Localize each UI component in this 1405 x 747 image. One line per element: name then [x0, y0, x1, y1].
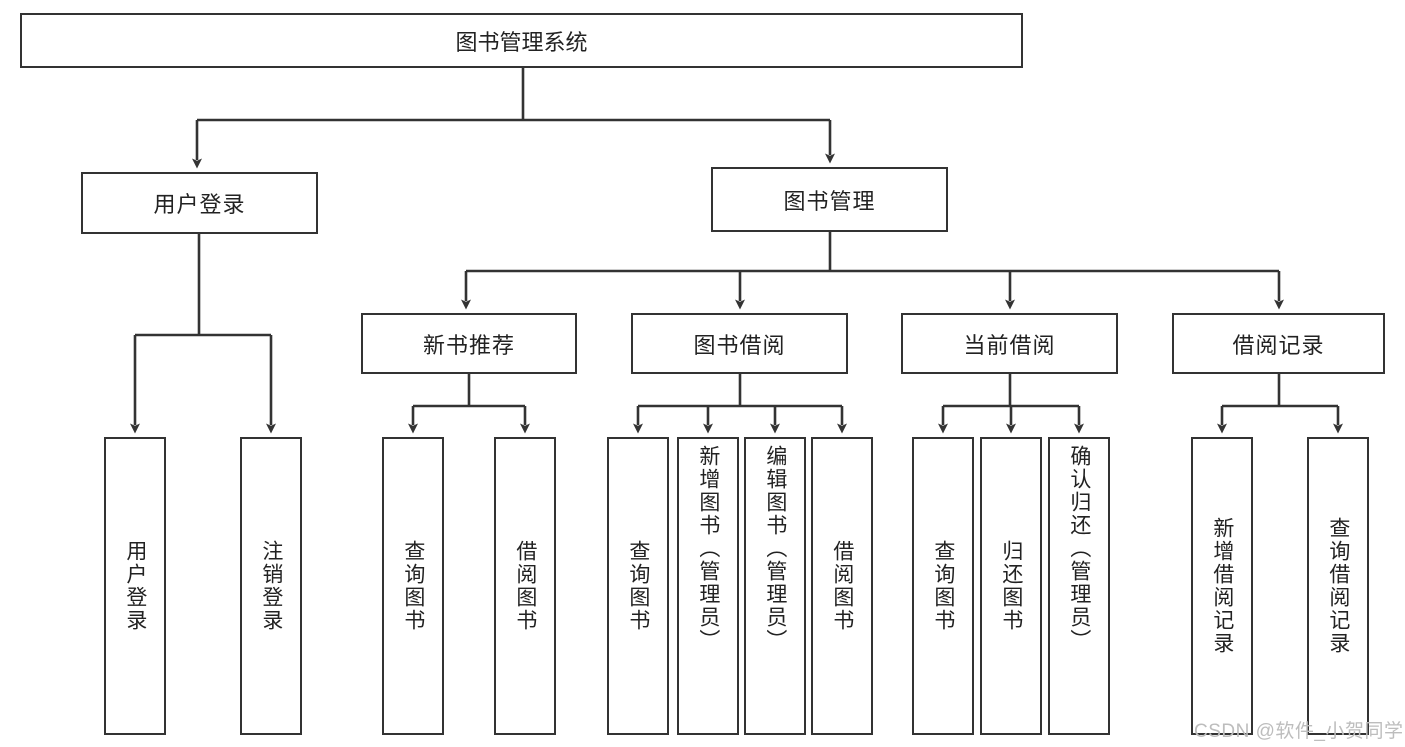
node-book-borrow-label: 图书借阅: [693, 332, 786, 358]
leaf-label: 借阅图书: [830, 540, 854, 632]
leaf-current-confirm-return-admin[interactable]: 确认归还（管理员）: [1048, 437, 1110, 735]
leaf-label: 查询借阅记录: [1326, 517, 1350, 655]
leaf-current-query-book[interactable]: 查询图书: [912, 437, 974, 735]
leaf-borrow-add-book-admin[interactable]: 新增图书（管理员）: [677, 437, 739, 735]
leaf-label: 查询图书: [626, 540, 650, 632]
leaf-borrow-query-book[interactable]: 查询图书: [607, 437, 669, 735]
leaf-label: 查询图书: [931, 540, 955, 632]
leaf-current-return-book[interactable]: 归还图书: [980, 437, 1042, 735]
node-user-login-label: 用户登录: [153, 192, 246, 217]
node-root-label: 图书管理系统: [455, 29, 588, 55]
leaf-record-query-record[interactable]: 查询借阅记录: [1307, 437, 1369, 735]
leaf-label: 编辑图书（管理员）: [763, 445, 787, 652]
node-book-management[interactable]: 图书管理: [711, 167, 948, 232]
leaf-new-book-borrow[interactable]: 借阅图书: [494, 437, 556, 735]
node-book-management-label: 图书管理: [783, 188, 876, 214]
leaf-new-book-query[interactable]: 查询图书: [382, 437, 444, 735]
leaf-label: 新增图书（管理员）: [696, 445, 720, 652]
leaf-record-add-record[interactable]: 新增借阅记录: [1191, 437, 1253, 735]
leaf-label: 查询图书: [401, 540, 425, 632]
leaf-label: 注销登录: [259, 540, 283, 632]
leaf-user-login-login[interactable]: 用户登录: [104, 437, 166, 735]
node-current-borrow[interactable]: 当前借阅: [901, 313, 1118, 374]
leaf-label: 借阅图书: [513, 540, 537, 632]
node-current-borrow-label: 当前借阅: [963, 332, 1056, 358]
node-book-borrow[interactable]: 图书借阅: [631, 313, 848, 374]
leaf-user-login-logout[interactable]: 注销登录: [240, 437, 302, 735]
node-borrow-record[interactable]: 借阅记录: [1172, 313, 1385, 374]
leaf-label: 归还图书: [999, 540, 1023, 632]
csdn-watermark: CSDN @软件_小贺同学: [1194, 721, 1404, 742]
node-borrow-record-label: 借阅记录: [1232, 332, 1325, 358]
node-new-book-recommend-label: 新书推荐: [422, 332, 515, 358]
node-new-book-recommend[interactable]: 新书推荐: [361, 313, 577, 374]
leaf-label: 确认归还（管理员）: [1067, 445, 1091, 652]
leaf-label: 用户登录: [123, 540, 147, 632]
leaf-borrow-borrow-book[interactable]: 借阅图书: [811, 437, 873, 735]
node-root[interactable]: 图书管理系统: [20, 13, 1023, 68]
leaf-label: 新增借阅记录: [1210, 517, 1234, 655]
leaf-borrow-edit-book-admin[interactable]: 编辑图书（管理员）: [744, 437, 806, 735]
node-user-login[interactable]: 用户登录: [81, 172, 318, 234]
